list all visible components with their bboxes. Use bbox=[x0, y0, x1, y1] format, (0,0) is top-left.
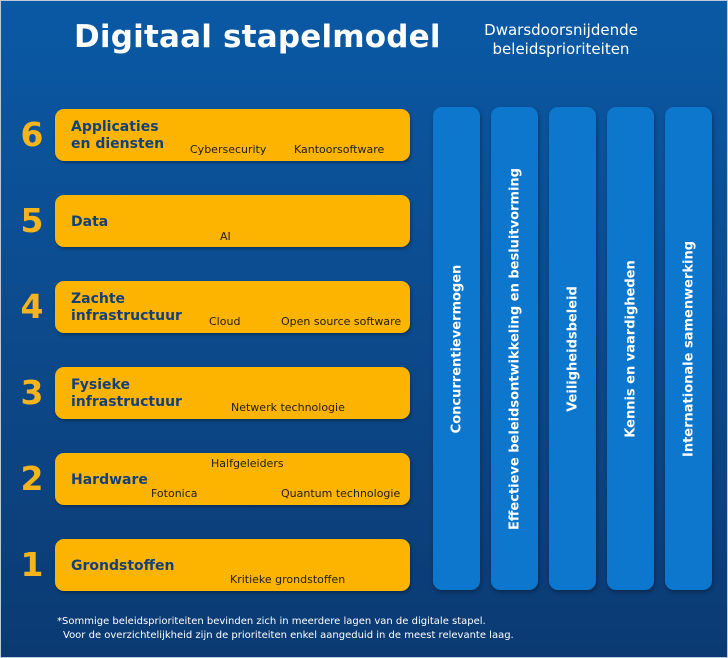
layer-number: 6 bbox=[20, 115, 44, 154]
layer-4: 4 Zachte infrastructuur Cloud Open sourc… bbox=[1, 281, 421, 333]
layer-number: 4 bbox=[20, 287, 44, 326]
column-label: Effectieve beleidsontwikkeling en beslui… bbox=[507, 167, 522, 530]
page-title: Digitaal stapelmodel bbox=[74, 19, 441, 55]
layer-bar: Data AI bbox=[55, 195, 410, 247]
layer-name: Grondstoffen bbox=[71, 558, 175, 574]
layer-name: Hardware bbox=[71, 472, 148, 488]
layer-6: 6 Applicaties en diensten Cybersecurity … bbox=[1, 109, 421, 161]
column-veiligheidsbeleid: Veiligheidsbeleid bbox=[549, 107, 596, 590]
column-beleidsontwikkeling: Effectieve beleidsontwikkeling en beslui… bbox=[491, 107, 538, 590]
layer-name: Fysieke infrastructuur bbox=[71, 377, 182, 410]
footnote-line-2: Voor de overzichtelijkheid zijn de prior… bbox=[63, 630, 514, 641]
column-label: Kennis en vaardigheden bbox=[623, 259, 638, 438]
layer-tag: AI bbox=[220, 230, 231, 243]
column-internationale-samenwerking: Internationale samenwerking bbox=[665, 107, 712, 590]
layer-bar: Applicaties en diensten Cybersecurity Ka… bbox=[55, 109, 410, 161]
layer-3: 3 Fysieke infrastructuur Netwerk technol… bbox=[1, 367, 421, 419]
layer-5: 5 Data AI bbox=[1, 195, 421, 247]
layer-tag: Open source software bbox=[281, 315, 402, 328]
footnote-line-1: *Sommige beleidsprioriteiten bevinden zi… bbox=[57, 616, 486, 627]
footnote: *Sommige beleidsprioriteiten bevinden zi… bbox=[57, 615, 514, 643]
layer-tag: Halfgeleiders bbox=[211, 457, 284, 470]
layer-name: Data bbox=[71, 214, 109, 230]
layer-tag: Quantum technologie bbox=[281, 487, 401, 500]
layer-number: 5 bbox=[20, 201, 44, 240]
layer-number: 2 bbox=[20, 459, 44, 498]
layer-number: 3 bbox=[20, 373, 44, 412]
column-kennis-vaardigheden: Kennis en vaardigheden bbox=[607, 107, 654, 590]
layer-bar: Fysieke infrastructuur Netwerk technolog… bbox=[55, 367, 410, 419]
layer-bar: Hardware Halfgeleiders Fotonica Quantum … bbox=[55, 453, 410, 505]
layer-bar: Grondstoffen Kritieke grondstoffen bbox=[55, 539, 410, 591]
layer-tag: Cloud bbox=[209, 315, 241, 328]
layer-name: Applicaties en diensten bbox=[71, 119, 165, 152]
column-concurrentievermogen: Concurrentievermogen bbox=[433, 107, 480, 590]
column-label: Internationale samenwerking bbox=[681, 240, 696, 457]
layer-number: 1 bbox=[20, 545, 44, 584]
layer-tag: Netwerk technologie bbox=[231, 401, 345, 414]
column-label: Veiligheidsbeleid bbox=[565, 285, 580, 412]
layer-tag: Fotonica bbox=[151, 487, 198, 500]
layer-name: Zachte infrastructuur bbox=[71, 291, 182, 324]
cross-cutting-title: Dwarsdoorsnijdende beleidsprioriteiten bbox=[484, 21, 638, 58]
layer-1: 1 Grondstoffen Kritieke grondstoffen bbox=[1, 539, 421, 591]
layer-bar: Zachte infrastructuur Cloud Open source … bbox=[55, 281, 410, 333]
layer-tag: Kritieke grondstoffen bbox=[230, 573, 346, 586]
column-label: Concurrentievermogen bbox=[449, 264, 464, 433]
layer-tag: Kantoorsoftware bbox=[294, 143, 385, 156]
layer-2: 2 Hardware Halfgeleiders Fotonica Quantu… bbox=[1, 453, 421, 505]
layer-tag: Cybersecurity bbox=[190, 143, 267, 156]
